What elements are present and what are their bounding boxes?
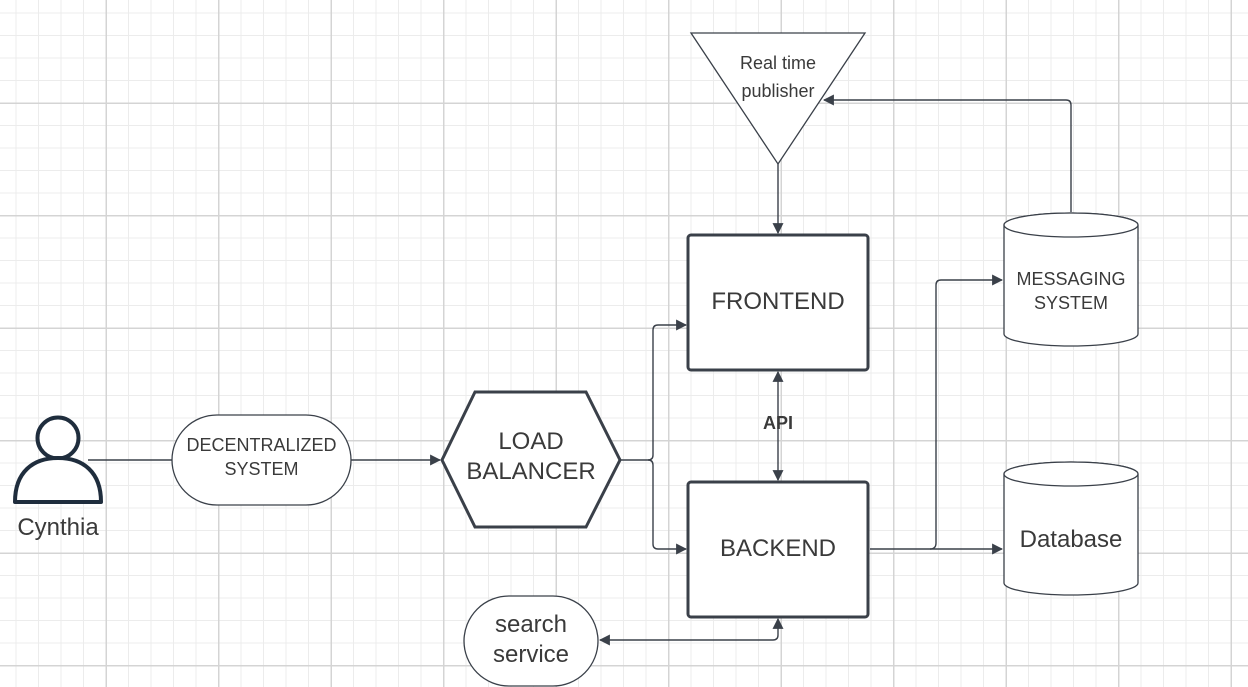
edges — [88, 94, 1072, 646]
actor-cynthia[interactable]: Cynthia — [13, 415, 103, 542]
decentralized-system-node[interactable]: DECENTRALIZED SYSTEM — [171, 414, 352, 506]
load-balancer-node[interactable]: LOAD BALANCER — [440, 390, 622, 529]
database-node[interactable]: Database — [1003, 461, 1139, 596]
edge-backend-to-messaging — [870, 274, 1004, 550]
messaging-line2: SYSTEM — [1034, 293, 1108, 313]
decentralized-line1: DECENTRALIZED — [186, 435, 336, 455]
edge-backend-search — [598, 617, 784, 646]
backend-node[interactable]: BACKEND — [686, 480, 870, 619]
edge-loadbalancer-to-backend — [647, 459, 688, 555]
database-label: Database — [1020, 526, 1123, 553]
api-label: API — [763, 413, 793, 433]
load-balancer-line1: LOAD — [498, 428, 563, 455]
real-time-publisher-node[interactable]: Real time publisher — [689, 32, 867, 166]
edge-messaging-to-publisher — [822, 94, 1072, 212]
frontend-node[interactable]: FRONTEND — [686, 233, 870, 372]
person-icon — [13, 415, 103, 504]
load-balancer-line2: BALANCER — [466, 458, 595, 485]
messaging-line1: MESSAGING — [1016, 269, 1125, 289]
search-line2: service — [493, 641, 569, 668]
publisher-line1: Real time — [740, 53, 816, 73]
frontend-label: FRONTEND — [711, 288, 844, 315]
search-line1: search — [495, 611, 567, 638]
publisher-line2: publisher — [741, 81, 814, 101]
decentralized-line2: SYSTEM — [224, 459, 298, 479]
edge-loadbalancer-to-frontend — [620, 319, 688, 461]
search-service-node[interactable]: search service — [463, 595, 599, 687]
backend-label: BACKEND — [720, 535, 836, 562]
messaging-system-node[interactable]: MESSAGING SYSTEM — [1003, 212, 1139, 347]
actor-label: Cynthia — [17, 514, 99, 541]
